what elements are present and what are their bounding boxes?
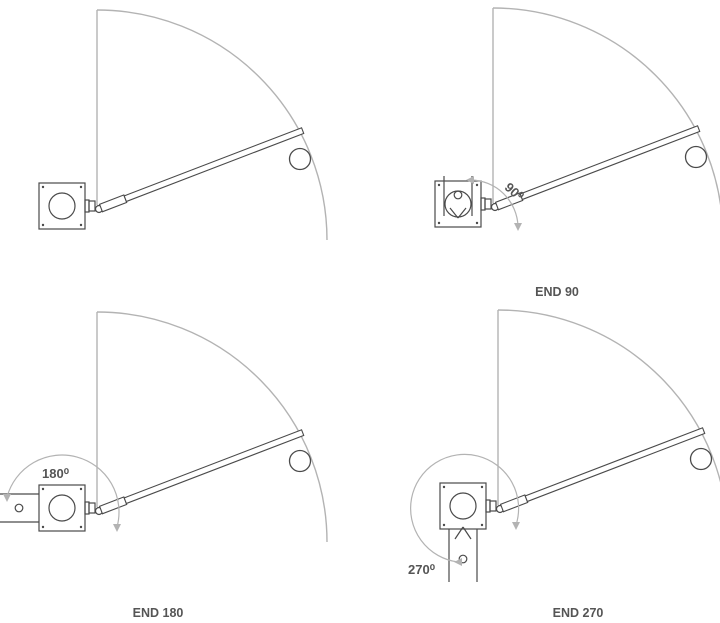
rotation-indicator-270 <box>410 453 520 566</box>
caption-end-180: END 180 <box>133 606 184 620</box>
angle-label-180: 180⁰ <box>42 466 70 481</box>
caption-end-90: END 90 <box>535 285 579 299</box>
rotation-indicator-180 <box>3 454 121 532</box>
diagram-end-90 <box>434 7 720 239</box>
caption-end-270: END 270 <box>553 606 604 620</box>
rotation-indicator-90 <box>466 176 522 231</box>
diagram-default <box>38 9 328 241</box>
diagram-end-270 <box>410 309 720 582</box>
diagram-end-180 <box>0 311 328 543</box>
mount-bracket-down <box>448 526 478 582</box>
angle-label-270: 270⁰ <box>408 562 436 577</box>
